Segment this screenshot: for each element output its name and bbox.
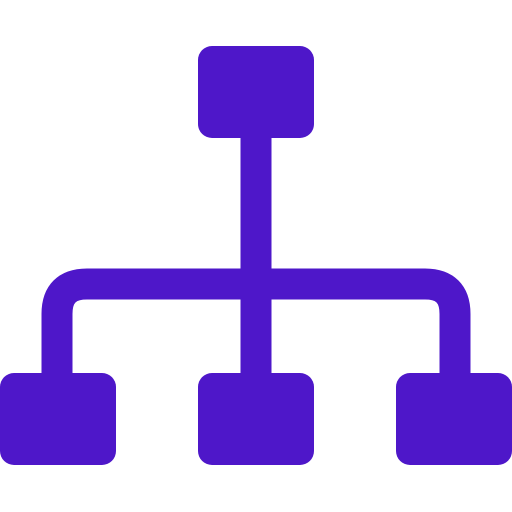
connector-lines [41, 132, 471, 378]
branch-line [41, 268, 471, 378]
bottom-center-node [198, 373, 314, 465]
top-node [198, 46, 314, 138]
bottom-left-node [0, 373, 116, 465]
bottom-right-node [396, 373, 512, 465]
